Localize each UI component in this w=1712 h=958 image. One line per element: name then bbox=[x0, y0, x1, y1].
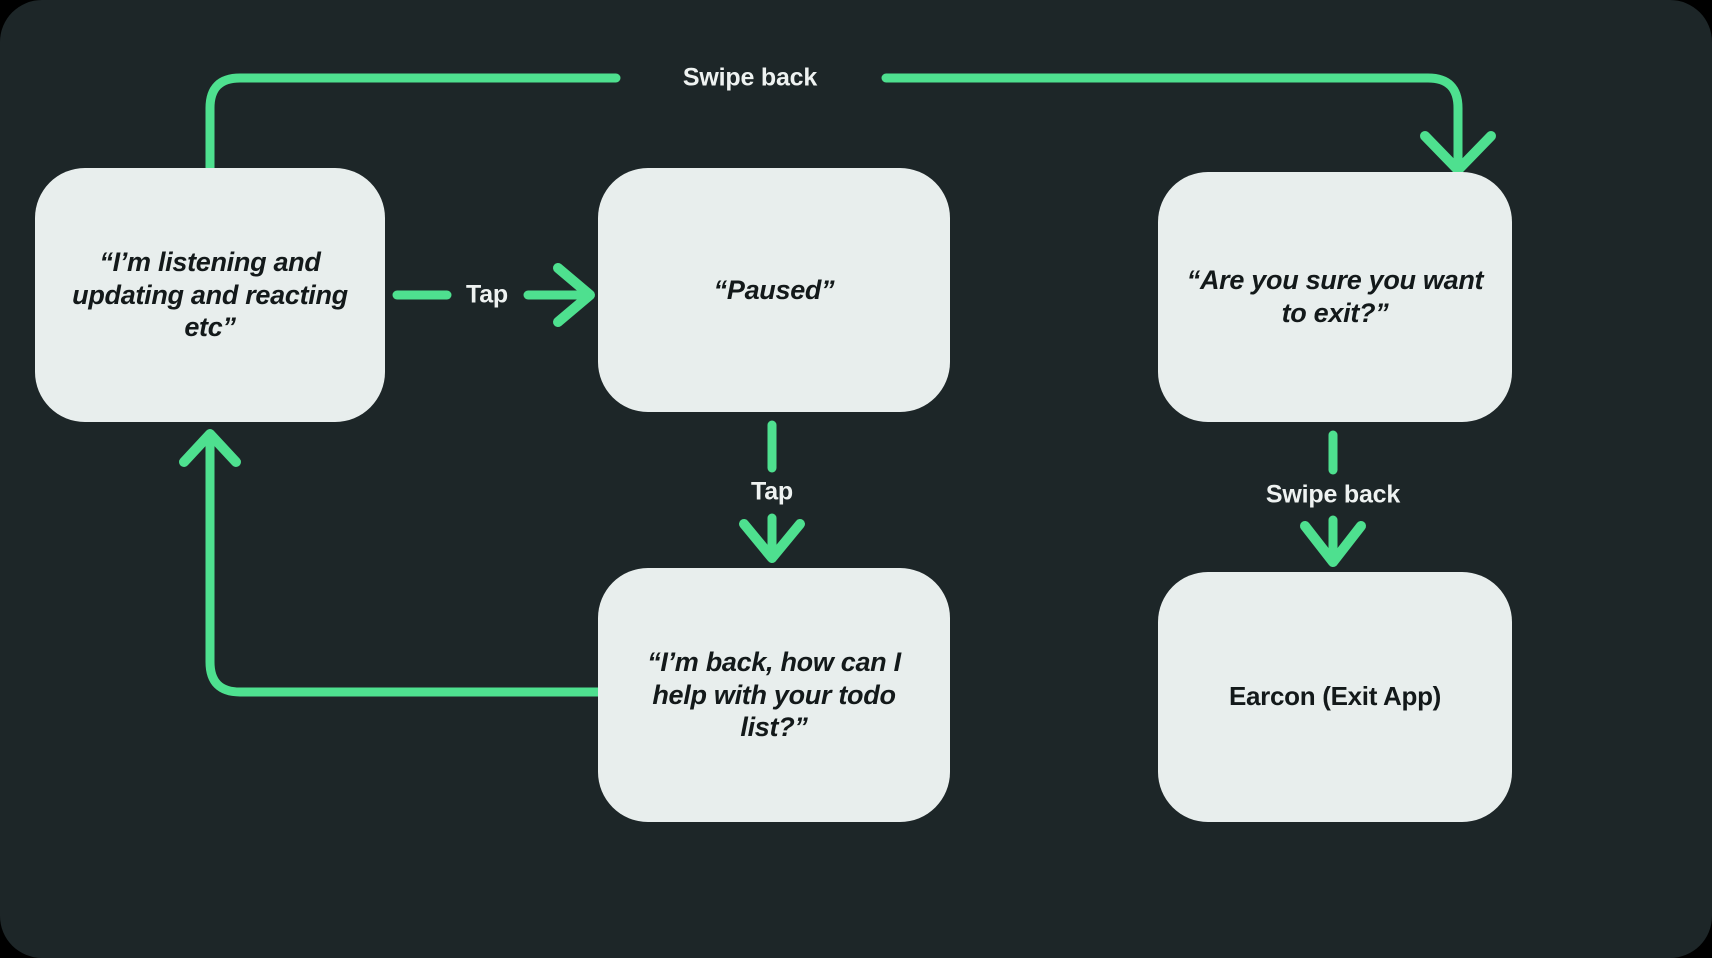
edge-paused-to-back-arrowhead bbox=[739, 519, 805, 563]
node-earcon[interactable]: Earcon (Exit App) bbox=[1158, 572, 1512, 822]
node-earcon-label: Earcon (Exit App) bbox=[1228, 681, 1442, 712]
edge-label-tap-listening-to-paused: Tap bbox=[466, 280, 508, 309]
edge-label-swipe-back-confirm-to-earcon: Swipe back bbox=[1265, 480, 1401, 509]
node-listening-label: “I’m listening and updating and reacting… bbox=[72, 246, 348, 343]
node-paused-label: “Paused” bbox=[713, 274, 835, 305]
edge-confirm-to-earcon-arrowhead bbox=[1300, 521, 1366, 567]
edge-listening-to-confirm-left bbox=[205, 73, 621, 173]
edge-label-tap-paused-to-back: Tap bbox=[751, 477, 793, 506]
edge-back-to-listening-arrowhead bbox=[179, 429, 241, 467]
node-paused[interactable]: “Paused” bbox=[598, 168, 950, 412]
node-confirm-exit-label: “Are you sure you want to exit?” bbox=[1186, 265, 1484, 328]
edge-listening-to-paused-arrowhead bbox=[553, 263, 595, 327]
edge-listening-to-confirm-right bbox=[881, 73, 1463, 167]
node-back-label: “I’m back, how can I help with your todo… bbox=[647, 646, 901, 743]
node-listening[interactable]: “I’m listening and updating and reacting… bbox=[35, 168, 385, 422]
edge-listening-to-confirm-arrowhead bbox=[1420, 131, 1496, 175]
edge-label-swipe-back-top: Swipe back bbox=[682, 63, 818, 92]
node-confirm-exit[interactable]: “Are you sure you want to exit?” bbox=[1158, 172, 1512, 422]
edge-back-to-listening bbox=[205, 431, 603, 697]
node-back[interactable]: “I’m back, how can I help with your todo… bbox=[598, 568, 950, 822]
